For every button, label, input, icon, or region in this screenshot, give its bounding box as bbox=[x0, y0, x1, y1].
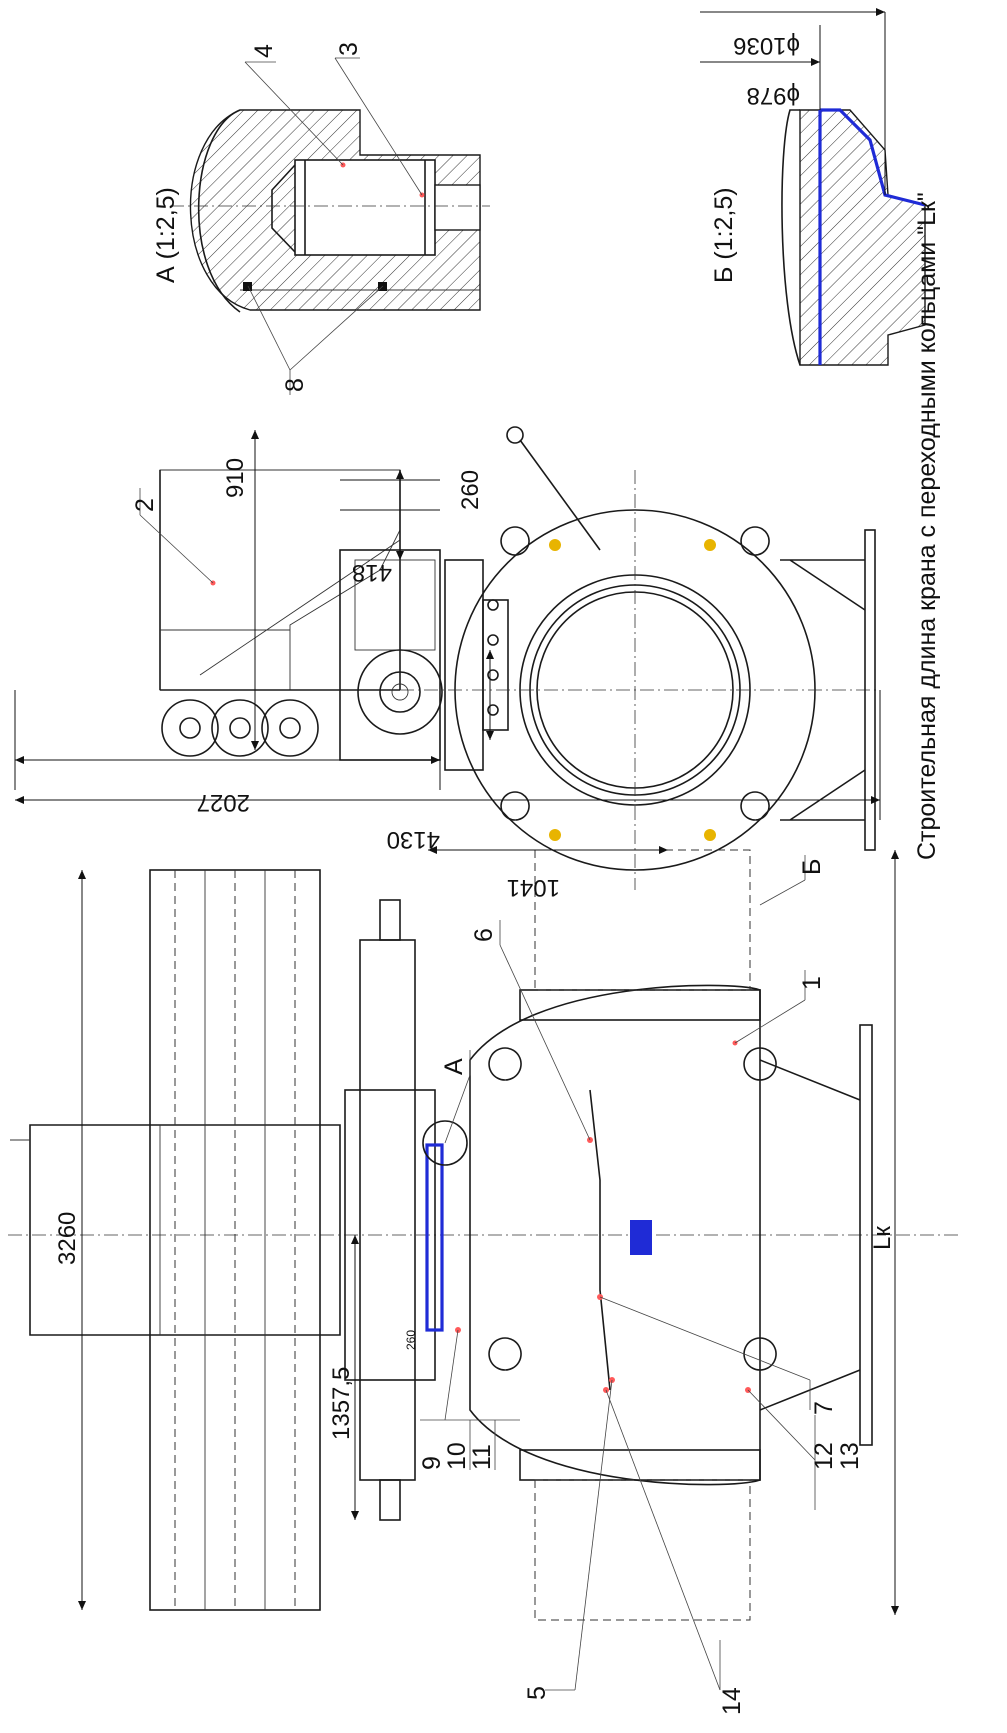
position-10-label: 10 bbox=[443, 1442, 471, 1470]
dimension-418: 418 bbox=[352, 559, 392, 586]
dimension-1041: 1041 bbox=[507, 874, 560, 901]
dimension-2027: 2027 bbox=[197, 789, 250, 816]
dimension-phi1036: ϕ1036 bbox=[733, 32, 800, 59]
position-2-label: 2 bbox=[131, 498, 159, 512]
side-view: 2 2027 bbox=[14, 426, 881, 890]
position-12-label: 12 bbox=[810, 1442, 838, 1470]
dimension-4130: 4130 bbox=[387, 826, 440, 853]
handwheel-1 bbox=[161, 699, 219, 757]
position-5-label: 5 bbox=[523, 1686, 551, 1700]
gear-flange bbox=[357, 649, 443, 735]
section-a-highlight bbox=[425, 1143, 444, 1332]
dimension-260-front: 260 bbox=[404, 1330, 418, 1350]
position-8-label: 8 bbox=[281, 378, 309, 392]
section-a-bolt bbox=[294, 159, 436, 256]
lower-bonnet bbox=[344, 1089, 436, 1381]
nameplate bbox=[630, 1220, 652, 1255]
view-b-title: Б (1:2,5) bbox=[710, 187, 738, 283]
view-b-reference: Б bbox=[798, 859, 826, 875]
section-a-detail: А (1:2,5) 4 3 8 bbox=[152, 42, 490, 395]
position-13-label: 13 bbox=[836, 1442, 864, 1470]
position-14-label: 14 bbox=[718, 1687, 746, 1715]
dimension-260-side: 260 bbox=[457, 470, 484, 510]
position-6-label: 6 bbox=[470, 928, 498, 942]
drawing-caption: Строительная длина крана с переходными к… bbox=[913, 192, 941, 860]
section-b-weld-profile bbox=[818, 108, 926, 365]
top-flange bbox=[444, 559, 484, 771]
position-1-label: 1 bbox=[798, 976, 826, 990]
position-11-label: 11 bbox=[468, 1444, 496, 1470]
dimension-3260: 3260 bbox=[54, 1212, 81, 1265]
view-a-title: А (1:2,5) bbox=[152, 187, 180, 283]
front-view: 1 Б 6 А 7 12 13 9 10 11 5 14 3260 1041 bbox=[8, 846, 960, 1715]
dimension-1357-5: 1357,5 bbox=[328, 1367, 355, 1440]
position-4-label: 4 bbox=[250, 44, 278, 58]
position-9-label: 9 bbox=[418, 1456, 446, 1470]
position-7-label: 7 bbox=[810, 1401, 838, 1415]
view-a-reference: А bbox=[440, 1058, 468, 1075]
dimension-910: 910 bbox=[222, 458, 249, 498]
dimension-phi978: ϕ978 bbox=[747, 82, 800, 109]
dimension-lk: Lк bbox=[869, 1226, 896, 1250]
handwheel-2 bbox=[211, 699, 269, 757]
seal-ring-left bbox=[243, 282, 252, 291]
position-3-label: 3 bbox=[335, 42, 363, 56]
actuator-housing bbox=[29, 1124, 341, 1336]
section-b-body bbox=[799, 109, 926, 366]
handwheel-3 bbox=[261, 699, 319, 757]
stem-housing bbox=[359, 939, 416, 1481]
section-b-detail: ϕ1036 ϕ978 Б (1:2,5) bbox=[700, 8, 926, 366]
